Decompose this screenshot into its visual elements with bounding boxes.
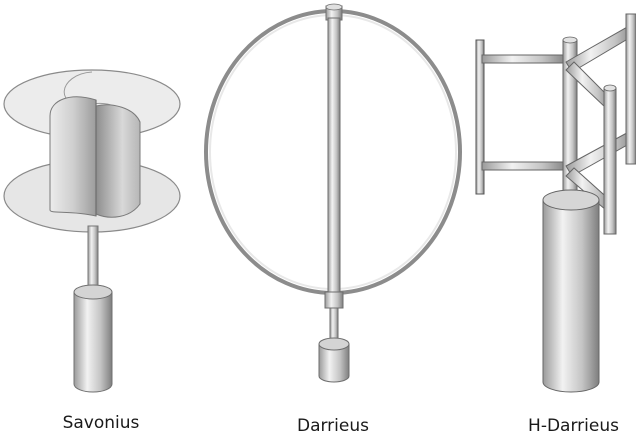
h-darrieus-upper-left-arm	[482, 55, 568, 63]
savonius-caption: Savonius	[46, 413, 156, 433]
darrieus-base-top	[319, 338, 349, 350]
savonius-right-blade	[96, 105, 140, 217]
savonius-base-top	[74, 285, 112, 299]
savonius-base	[74, 292, 112, 392]
darrieus-top-hub-cap	[326, 4, 342, 10]
darrieus-rotor-icon	[206, 4, 460, 382]
h-darrieus-base	[543, 200, 599, 392]
h-darrieus-mast-cap	[563, 37, 577, 43]
h-darrieus-back-blade-cap	[604, 85, 616, 91]
darrieus-bottom-hub	[325, 292, 343, 308]
h-darrieus-base-top	[543, 190, 599, 210]
h-darrieus-rotor-icon	[476, 14, 636, 392]
h-darrieus-caption: H-Darrieus	[516, 416, 631, 436]
savonius-shaft	[88, 226, 98, 288]
h-darrieus-back-blade	[604, 88, 616, 234]
darrieus-mast	[328, 18, 340, 302]
darrieus-shaft	[330, 308, 338, 340]
h-darrieus-right-blade	[626, 14, 636, 164]
h-darrieus-lower-left-arm	[482, 162, 568, 170]
savonius-rotor-icon	[4, 70, 180, 392]
savonius-left-blade	[50, 97, 96, 216]
darrieus-caption: Darrieus	[278, 416, 388, 436]
